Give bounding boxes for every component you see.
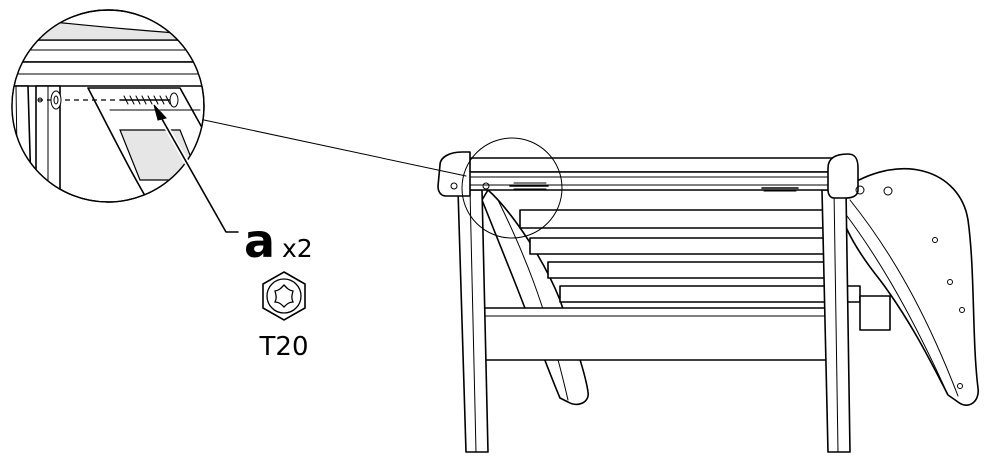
screw-right: [761, 184, 799, 192]
torx-bit-icon: [262, 271, 306, 321]
screw-enlarged: [119, 92, 179, 108]
right-end-cap: [827, 153, 859, 199]
zoom-detail: [11, 9, 205, 203]
screw-left: [482, 182, 549, 190]
right-support-leg: [839, 167, 979, 406]
part-quantity: x2: [282, 234, 313, 263]
top-rail: [457, 157, 841, 173]
part-letter: a: [244, 214, 275, 268]
slats: [519, 209, 891, 331]
tool-size-label: T20: [259, 332, 309, 362]
zoom-leader-line: [203, 119, 467, 177]
callout-arrow: [153, 104, 241, 235]
footrest-frame: [437, 137, 979, 453]
detail-area-circle: [461, 137, 563, 239]
